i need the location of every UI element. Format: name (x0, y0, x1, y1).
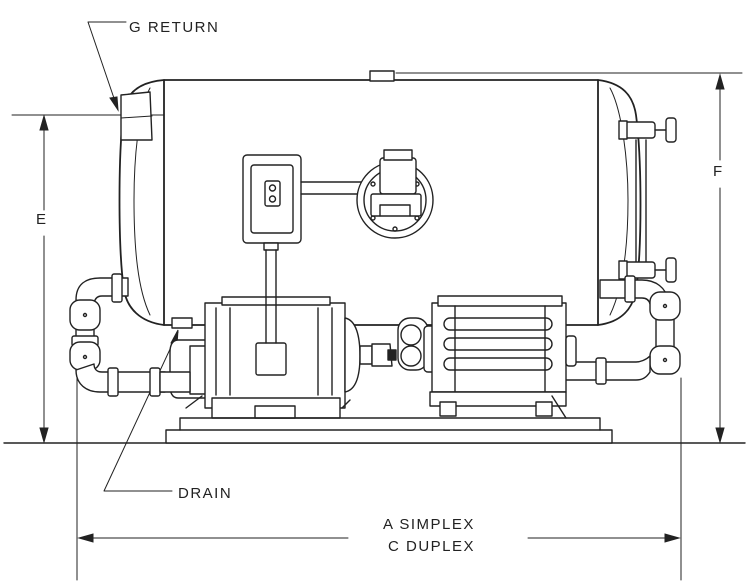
label-g-return: G RETURN (129, 19, 219, 36)
float-switch-assembly (242, 149, 434, 251)
label-f: F (713, 163, 724, 180)
label-drain: DRAIN (178, 485, 232, 502)
gauge-glass (618, 117, 677, 283)
dimension-a-c (76, 377, 682, 581)
dimension-f (395, 72, 743, 444)
drain-leader (103, 329, 179, 492)
right-pump-motor (397, 295, 577, 419)
left-discharge-piping (69, 273, 166, 397)
label-e: E (36, 211, 48, 228)
label-c-duplex: C DUPLEX (388, 538, 475, 555)
base-channel (165, 417, 613, 444)
g-return-leader (87, 21, 127, 112)
left-pump-motor (159, 249, 397, 419)
label-a-simplex: A SIMPLEX (383, 516, 475, 533)
